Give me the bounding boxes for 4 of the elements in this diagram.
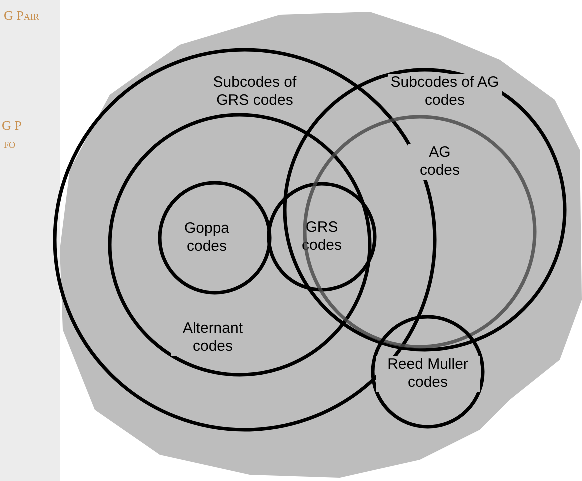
heading-fragment: G Pair bbox=[4, 8, 40, 24]
set-label: Reed Muller codes bbox=[376, 356, 480, 392]
heading-fragment: FO bbox=[4, 140, 16, 150]
heading-fragment: G P bbox=[2, 118, 22, 134]
